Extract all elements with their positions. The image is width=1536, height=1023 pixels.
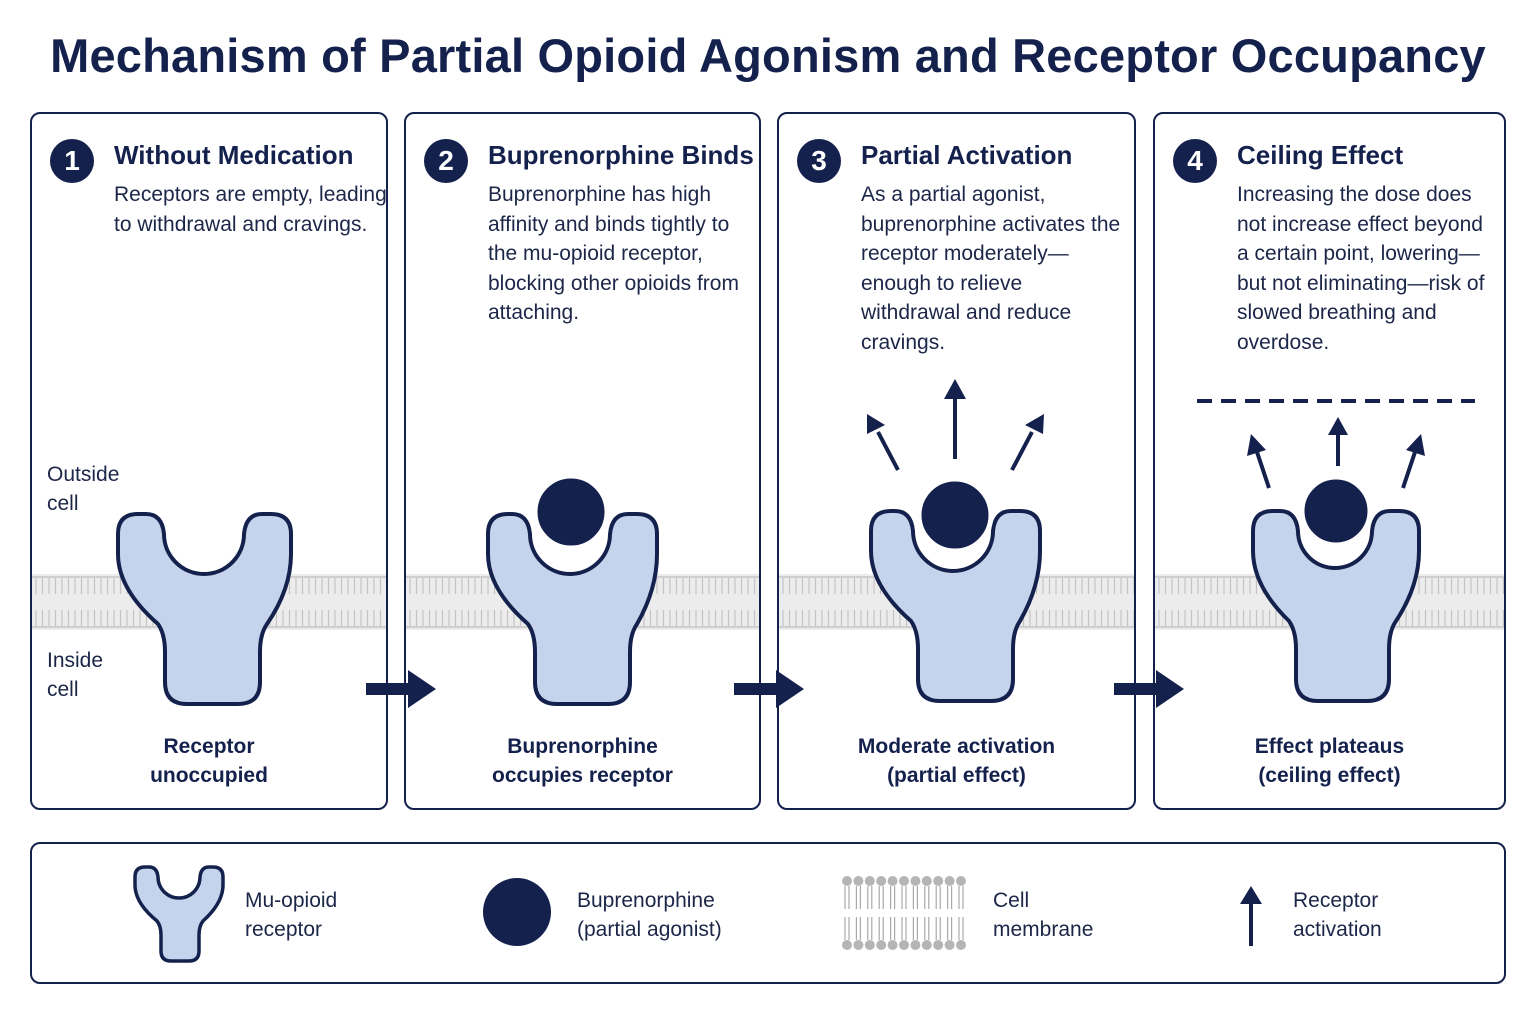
membrane-icon — [842, 876, 966, 950]
panel-title: Ceiling Effect — [1237, 140, 1404, 170]
buprenorphine-molecule — [532, 473, 610, 551]
legend-label: Buprenorphine (partial agonist) — [577, 886, 777, 944]
panel-description: As a partial agonist, buprenorphine acti… — [861, 183, 1121, 354]
buprenorphine-molecule — [1299, 474, 1373, 548]
caption-line-1: Moderate activation — [857, 735, 1056, 758]
panel-caption: Effect plateaus (ceiling effect) — [1155, 732, 1504, 790]
panel-2-illustration — [406, 473, 759, 706]
legend-label-line-1: Buprenorphine — [577, 889, 715, 912]
legend-item-buprenorphine: Buprenorphine (partial agonist) — [432, 844, 832, 981]
panel-caption: Buprenorphine occupies receptor — [406, 732, 759, 790]
legend-item-activation: Receptor activation — [1212, 844, 1502, 981]
receptor-icon — [133, 865, 225, 963]
arrow-up-left-icon — [1255, 451, 1271, 489]
panel-caption: Moderate activation (partial effect) — [779, 732, 1134, 790]
legend-label-line-2: receptor — [245, 918, 323, 941]
buprenorphine-molecule — [916, 476, 994, 554]
step-badge-4: 4 — [1173, 139, 1217, 183]
inside-cell-label: Inside cell — [47, 646, 117, 704]
flow-arrow-3-to-4 — [1114, 670, 1184, 708]
outside-cell-text: Outside cell — [47, 463, 120, 515]
arrow-up-icon-head — [944, 379, 966, 399]
panel-1-illustration — [32, 512, 386, 706]
receptor-shape — [869, 509, 1042, 703]
caption-line-2: occupies receptor — [492, 764, 673, 787]
activation-arrows — [867, 379, 1044, 471]
arrow-up-left-icon-head — [1247, 434, 1266, 456]
panel-description: Buprenorphine has high affinity and bind… — [488, 183, 739, 325]
step-badge-2: 2 — [424, 139, 468, 183]
panel-caption: Receptor unoccupied — [32, 732, 386, 790]
arrow-up-icon — [1240, 886, 1262, 946]
arrow-up-right-icon-head — [1025, 414, 1044, 434]
caption-line-1: Effect plateaus — [1254, 735, 1405, 758]
step-badge-3: 3 — [797, 139, 841, 183]
panel-buprenorphine-binds: 2 Buprenorphine Binds Buprenorphine has … — [404, 112, 761, 810]
receptor-shape — [486, 512, 659, 706]
panel-title: Buprenorphine Binds — [488, 140, 754, 170]
legend-label-line-1: Cell — [993, 889, 1030, 912]
buprenorphine-icon — [483, 878, 551, 946]
panel-without-medication: 1 Without Medication Receptors are empty… — [30, 112, 388, 810]
panel-title: Partial Activation — [861, 140, 1073, 170]
caption-line-2: unoccupied — [150, 764, 268, 787]
legend-label: Cell membrane — [993, 886, 1193, 944]
panel-description: Receptors are empty, leading to withdraw… — [114, 183, 387, 236]
arrow-up-icon-head — [1328, 417, 1348, 435]
arrow-right-icon — [776, 670, 804, 708]
page-title: Mechanism of Partial Opioid Agonism and … — [50, 29, 1486, 82]
arrow-right-icon — [408, 670, 436, 708]
arrow-shaft — [734, 683, 778, 695]
flow-arrow-1-to-2 — [366, 670, 436, 708]
legend-label-line-2: activation — [1293, 918, 1382, 941]
step-badge-1: 1 — [50, 139, 94, 183]
caption-line-1: Receptor — [163, 735, 255, 758]
legend-item-receptor: Mu-opioid receptor — [32, 844, 432, 981]
outside-cell-label: Outside cell — [47, 460, 127, 518]
legend-label-line-1: Mu-opioid — [245, 889, 338, 912]
panel-ceiling-effect: 4 Ceiling Effect Increasing the dose doe… — [1153, 112, 1506, 810]
receptor-shape — [1251, 509, 1421, 703]
flow-arrow-2-to-3 — [734, 670, 804, 708]
caption-line-2: (partial effect) — [887, 764, 1026, 787]
arrow-up-left-icon-head — [867, 414, 885, 434]
activation-arrows — [1247, 417, 1425, 489]
legend-label: Mu-opioid receptor — [245, 886, 445, 944]
caption-line-1: Buprenorphine — [507, 735, 658, 758]
legend-item-membrane: Cell membrane — [832, 844, 1212, 981]
arrow-shaft — [1114, 683, 1158, 695]
arrow-up-right-icon-head — [1406, 434, 1425, 456]
legend-label: Receptor activation — [1293, 886, 1493, 944]
arrow-up-right-icon — [1401, 451, 1417, 489]
panel-4-illustration — [1155, 399, 1504, 703]
inside-cell-text: Inside cell — [47, 649, 104, 701]
legend-label-line-2: membrane — [993, 918, 1094, 941]
receptor-shape — [116, 512, 293, 706]
arrow-up-left-icon — [876, 431, 900, 471]
legend-label-line-2: (partial agonist) — [577, 918, 722, 941]
caption-line-2: (ceiling effect) — [1258, 764, 1401, 787]
panel-title: Without Medication — [114, 140, 354, 170]
arrow-shaft — [366, 683, 410, 695]
legend: Mu-opioid receptor Buprenorphine (partia… — [30, 842, 1506, 984]
arrow-up-right-icon — [1010, 431, 1034, 471]
legend-label-line-1: Receptor — [1293, 889, 1379, 912]
panel-partial-activation: 3 Partial Activation As a partial agonis… — [777, 112, 1136, 810]
panel-3-illustration — [779, 379, 1134, 703]
panel-description: Increasing the dose does not increase ef… — [1237, 183, 1485, 354]
arrow-right-icon — [1156, 670, 1184, 708]
